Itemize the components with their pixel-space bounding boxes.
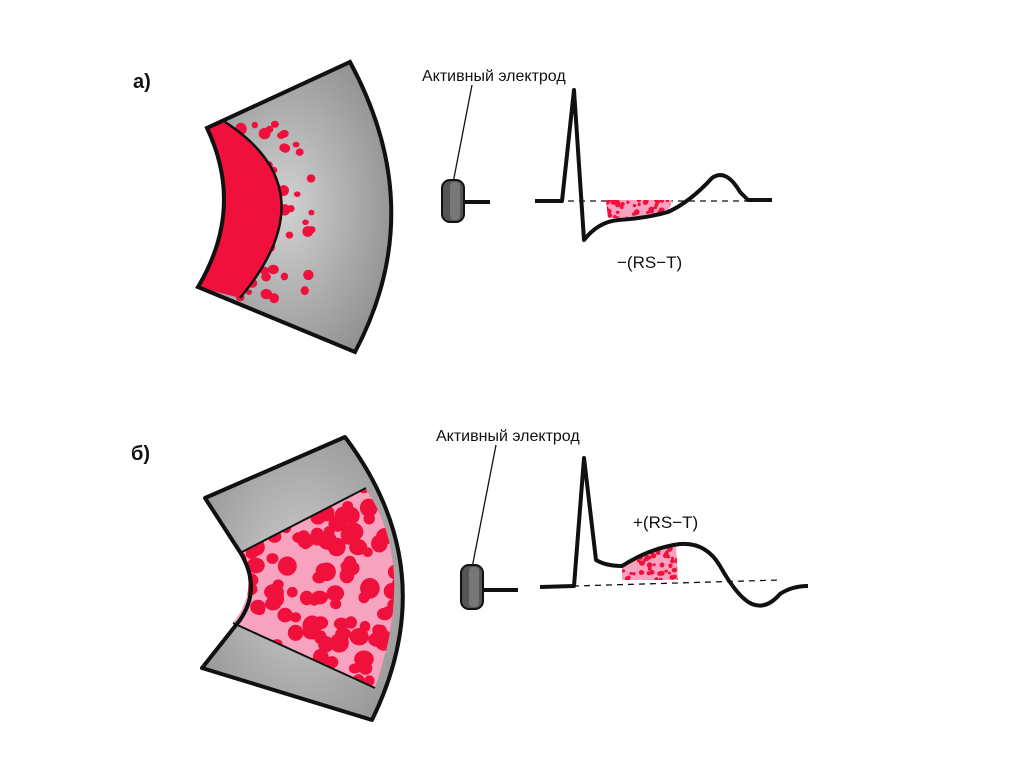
- myocardium-wedge-a: [195, 59, 394, 355]
- ecg-waveform-b: [539, 456, 809, 608]
- ischemia-zone-subendocardial: [198, 122, 282, 298]
- panel-a: а) Активный электрод −(RS−T): [133, 59, 772, 355]
- panel-b-letter: б): [131, 443, 150, 465]
- isoelectric-line-b: [539, 579, 781, 588]
- ecg-waveform-a: [535, 88, 772, 242]
- st-segment-label-b: +(RS−T): [633, 513, 698, 532]
- panel-b: б) Активный электрод +(RS−T): [131, 428, 809, 722]
- active-electrode-a: [441, 84, 490, 223]
- st-segment-fill-b: [622, 545, 678, 580]
- myocardium-wedge-b: [200, 435, 405, 722]
- ecg-trace-a: −(RS−T): [535, 88, 772, 272]
- st-segment-label-a: −(RS−T): [617, 253, 682, 272]
- ecg-trace-b: +(RS−T): [539, 456, 809, 608]
- electrode-label-b: Активный электрод: [436, 428, 580, 445]
- electrode-label-a: Активный электрод: [422, 68, 566, 85]
- active-electrode-b: [460, 444, 518, 610]
- panel-a-letter: а): [133, 71, 151, 93]
